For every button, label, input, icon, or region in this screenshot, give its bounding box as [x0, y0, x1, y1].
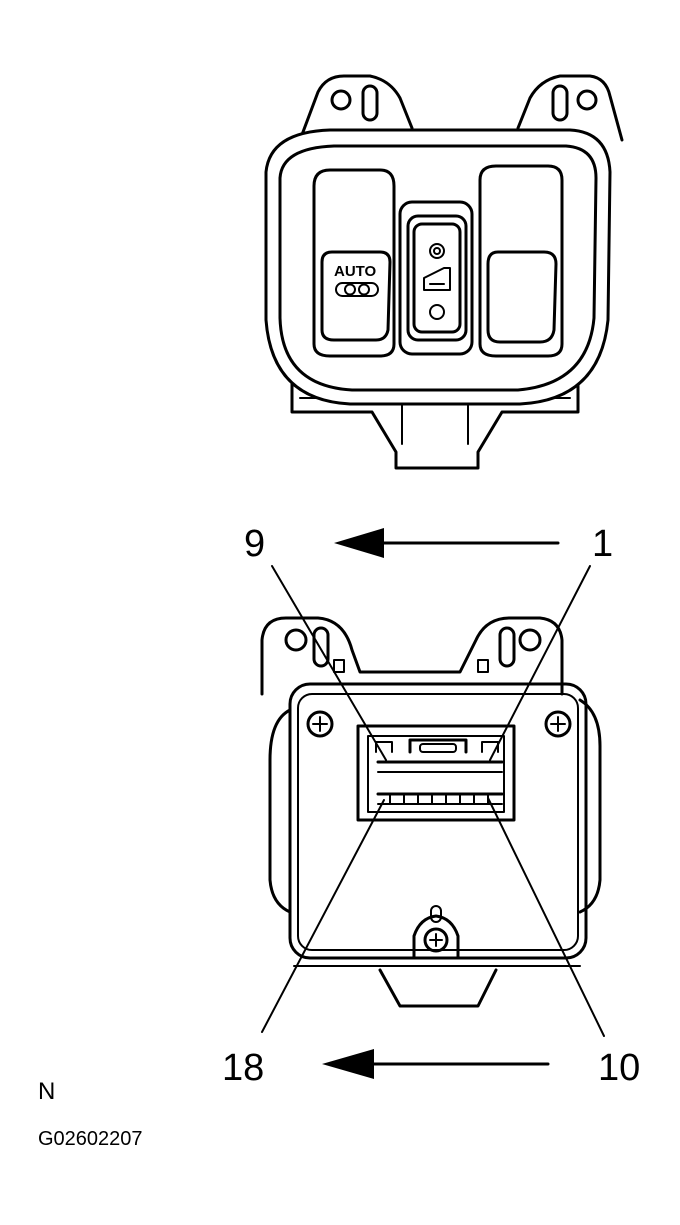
switch-dot-icon — [429, 304, 445, 320]
rear-ear-slot-left — [312, 626, 330, 668]
rear-lower-bracket — [378, 968, 498, 1008]
bottom-tab-slot — [430, 905, 442, 923]
auto-indicator-dot — [358, 283, 370, 296]
footer-letter: N — [38, 1078, 56, 1105]
rear-housing — [288, 682, 588, 960]
right-switch-button[interactable] — [486, 250, 558, 344]
screw-icon-right — [544, 710, 572, 738]
screw-cross-left — [312, 716, 328, 732]
connector-key-right — [481, 741, 499, 753]
auto-window-button[interactable] — [320, 250, 392, 342]
figure-id: G02602207 — [38, 1128, 143, 1150]
rear-tab-left — [333, 659, 345, 673]
leader-line-9 — [271, 565, 387, 761]
connector-latch-tab — [419, 743, 457, 753]
connector-latch — [408, 738, 468, 754]
leader-line-1 — [489, 565, 591, 761]
right-ear-slot — [551, 84, 569, 122]
rear-ear-hole-right — [518, 628, 542, 652]
pin-label-18: 18 — [222, 1047, 264, 1089]
right-ear-hole — [576, 89, 598, 111]
bottom-screw-tab — [412, 914, 460, 960]
bottom-bracket — [290, 378, 580, 470]
switch-bezel-outer — [264, 128, 612, 406]
rear-top-plate — [260, 616, 564, 696]
left-ear-hole — [330, 89, 352, 111]
arrow-top-head — [334, 528, 384, 558]
switch-rear-view — [260, 565, 605, 1037]
pin-label-10: 10 — [598, 1047, 640, 1089]
rear-side-right — [578, 698, 602, 914]
pin-dividers — [389, 793, 489, 805]
auto-indicator-dot — [344, 283, 356, 296]
window-lock-switch[interactable] — [412, 222, 462, 334]
rear-ear-slot-right — [498, 626, 516, 668]
left-mounting-ear — [298, 74, 414, 142]
rear-side-left — [268, 708, 292, 914]
lock-switch-frame — [406, 214, 468, 342]
screw-cross-bottom — [429, 933, 443, 947]
rear-housing-inner — [297, 693, 579, 951]
switch-front-view: AUTO — [264, 74, 624, 470]
connector-key-left — [375, 741, 393, 753]
connector-body — [356, 724, 516, 822]
screw-icon-left — [306, 710, 334, 738]
window-icon — [423, 267, 451, 291]
leader-line-18 — [261, 799, 385, 1033]
pin-label-1: 1 — [592, 523, 613, 565]
left-switch-pocket — [312, 168, 396, 358]
right-mounting-ear — [516, 74, 624, 142]
pin-label-9: 9 — [244, 523, 265, 565]
lock-indicator-icon — [429, 243, 445, 259]
leader-line-10 — [487, 797, 605, 1037]
switch-bezel-inner — [278, 144, 598, 392]
screw-icon-bottom — [423, 927, 449, 953]
rear-tab-right — [477, 659, 489, 673]
arrow-bottom-head — [322, 1049, 374, 1079]
left-ear-slot — [361, 84, 379, 122]
pin-direction-arrows: 9 1 18 10 — [222, 523, 640, 1089]
connector-face — [367, 735, 505, 813]
screw-cross-right — [550, 716, 566, 732]
auto-label: AUTO — [334, 263, 377, 280]
center-switch-pocket — [398, 200, 474, 356]
auto-indicator — [335, 282, 379, 297]
lock-indicator-icon-inner — [433, 247, 441, 255]
right-switch-pocket — [478, 164, 564, 358]
rear-ear-hole-left — [284, 628, 308, 652]
